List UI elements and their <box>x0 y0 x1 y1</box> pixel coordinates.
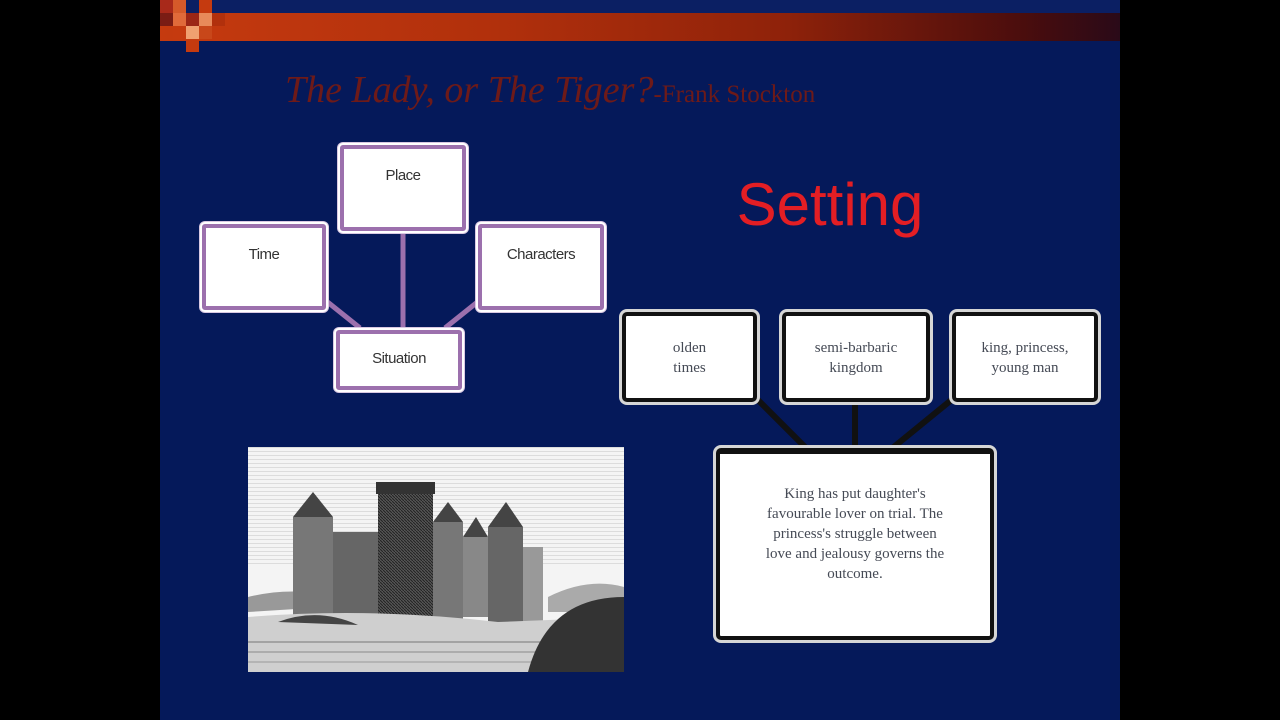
setting-place-box: semi-barbaric kingdom <box>782 312 930 402</box>
slide-author: -Frank Stockton <box>653 81 816 108</box>
organizer-time-label: Time <box>248 246 280 263</box>
organizer-connectors <box>323 230 957 453</box>
setting-situation-line: favourable lover on trial. The <box>767 506 943 522</box>
organizer-characters-label: Characters <box>506 246 576 263</box>
slide-title: The Lady, or The Tiger? <box>285 69 654 111</box>
top-decorative-bar <box>160 13 1120 41</box>
setting-situation-line: love and jealousy governs the <box>765 546 945 562</box>
setting-place-line: kingdom <box>829 360 883 376</box>
setting-situation-line: outcome. <box>827 566 883 582</box>
organizer-situation-label: Situation <box>372 350 426 367</box>
top-bar-stripe <box>160 0 1120 13</box>
organizer-place-box: Place <box>340 145 466 231</box>
setting-place-line: semi-barbaric <box>814 340 898 356</box>
organizer-situation-box: Situation <box>336 330 462 390</box>
setting-characters-box: king, princess, young man <box>952 312 1098 402</box>
setting-time-line: olden <box>672 340 707 356</box>
setting-time-line: times <box>673 360 706 376</box>
organizer-characters-box: Characters <box>478 224 604 310</box>
slide: The Lady, or The Tiger?-Frank Stockton S… <box>160 0 1120 720</box>
setting-characters-line: king, princess, <box>981 340 1069 356</box>
castle-image <box>248 447 624 672</box>
slide-title-row: The Lady, or The Tiger?-Frank Stockton <box>285 68 815 118</box>
organizer-time-box: Time <box>202 224 326 310</box>
setting-situation-box: King has put daughter's favourable lover… <box>716 448 994 640</box>
setting-characters-line: young man <box>991 360 1059 376</box>
setting-situation-line: princess's struggle between <box>773 526 937 542</box>
setting-heading: Setting <box>736 171 924 238</box>
setting-situation-line: King has put daughter's <box>784 486 926 502</box>
setting-time-box: olden times <box>622 312 757 402</box>
organizer-place-label: Place <box>385 167 421 184</box>
